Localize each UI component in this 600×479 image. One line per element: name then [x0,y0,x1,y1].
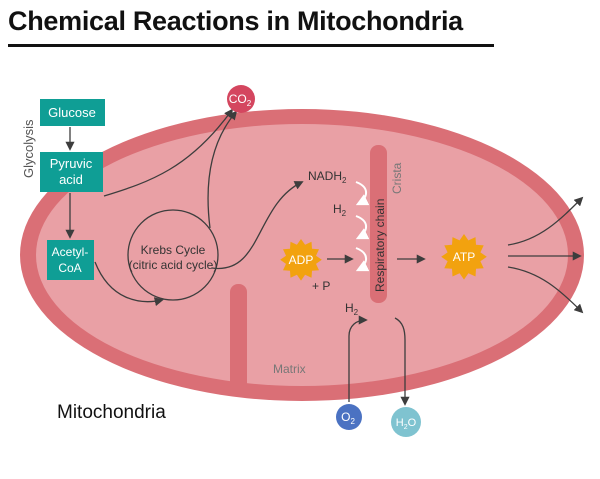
acetyl-coa-box [47,240,94,280]
krebs-cycle-ring [127,209,219,301]
arrow-o2-up [348,315,368,402]
atp-star [441,234,487,280]
plus-p-label: + P [312,279,330,293]
mitochondria-label: Mitochondria [57,402,166,423]
krebs-cycle-label-line2: (citric acid cycle) [129,258,218,272]
arrow-atp-out-down [507,266,584,314]
pyruvic-acid-label-line1: Pyruvic [50,156,93,171]
nadh2-label: NADH2 [308,169,347,185]
pyruvic-acid-box [40,152,103,192]
respiratory-chain-label: Respiratory chain [373,199,387,292]
glucose-label: Glucose [48,105,96,120]
acetyl-coa-label-line2: CoA [58,261,81,275]
o2-label: O2 [341,410,355,426]
co2-label: CO2 [229,92,252,108]
atp-label: ATP [453,250,475,264]
white-arrow-1 [355,181,370,206]
h2o-circle [391,407,421,437]
h2o-label: H2O [396,417,417,431]
adp-label: ADP [289,253,314,267]
co2-circle [227,85,255,113]
white-arrow-3 [355,247,370,272]
matrix-label: Matrix [273,362,306,376]
krebs-cycle-label-line1: Krebs Cycle [141,243,206,257]
pyruvic-acid-label-line2: acid [59,172,83,187]
arrow-atp-out-up [507,196,584,246]
arrow-krebs-to-co2 [207,110,238,229]
arrow-krebs-to-nadh [211,181,304,270]
arrow-pyruvic-to-co2 [103,108,234,197]
h2-upper-label: H2 [333,202,347,218]
h2-lower-label: H2 [345,301,359,317]
crista-label: Crista [390,162,404,194]
arrow-acetyl-to-krebs [94,261,164,307]
arrow-to-h2o [394,317,410,406]
white-arrow-2 [355,215,370,240]
glucose-box [40,99,105,126]
adp-star [280,239,322,281]
glycolysis-label: Glycolysis [21,119,36,178]
crista-fold-right [370,145,387,303]
title-underline [8,44,494,47]
page-title: Chemical Reactions in Mitochondria [8,6,463,36]
o2-circle [336,404,362,430]
acetyl-coa-label-line1: Acetyl- [52,245,89,259]
crista-fold-left [230,284,247,394]
